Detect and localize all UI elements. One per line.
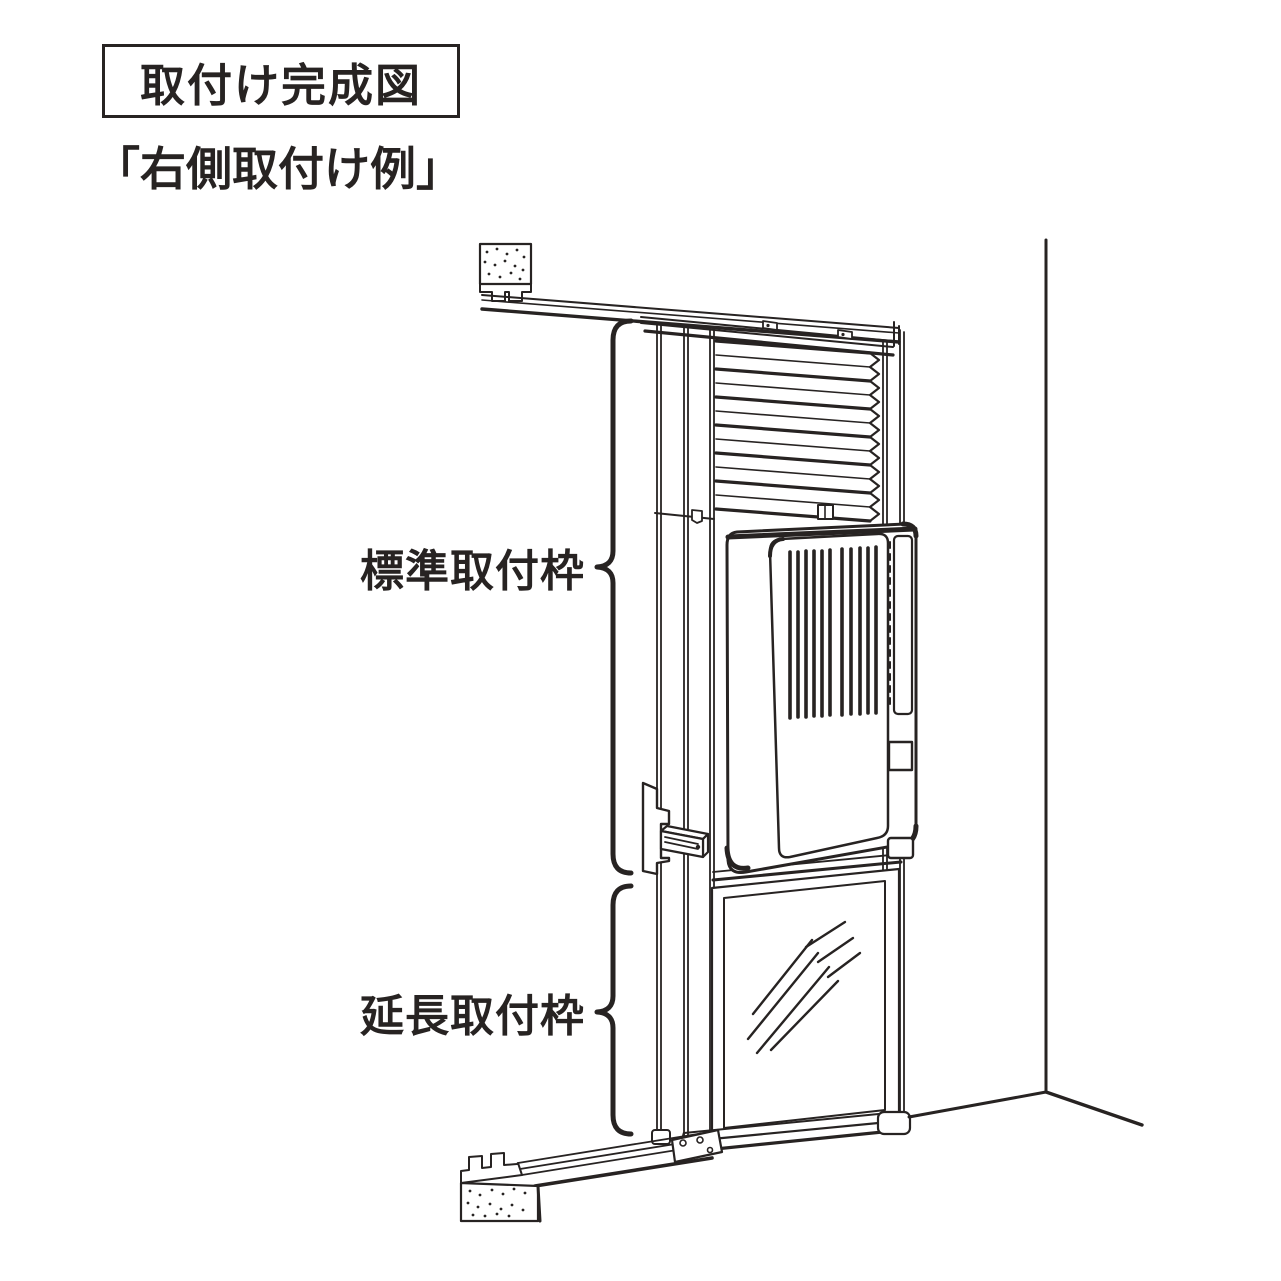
stipple-dots-top [483, 247, 526, 281]
unit-top-cap [725, 526, 918, 540]
frame-top-band [640, 316, 895, 357]
glass-hatch-lines [746, 920, 862, 1055]
page-title: 取付け完成図 [102, 44, 460, 118]
panel-clip [762, 320, 778, 331]
upper-rail-track [480, 294, 901, 345]
label-standard-mounting-frame: 標準取付枠 [360, 546, 585, 597]
room-wall-corner [907, 238, 1144, 1127]
unit-control-box [887, 740, 914, 772]
frame-bottom-left-foot [651, 1129, 671, 1145]
accordion-panel [714, 339, 881, 523]
frame-bottom-right-foot [876, 1110, 912, 1136]
unit-top-clip [817, 504, 834, 520]
diagram-subtitle: 「右側取付け例」 [94, 136, 514, 196]
sill-connector-plate [670, 1128, 724, 1164]
accordion-zigzag-edge [868, 351, 881, 523]
upper-rail-cross-section [478, 242, 533, 302]
diagram-subtitle-text: 「右側取付け例」 [94, 142, 462, 196]
stipple-dots-bottom [466, 1187, 527, 1218]
unit-drain-outlet [886, 836, 915, 860]
lower-rail-cross-section [459, 1152, 542, 1223]
unit-louver-vents [788, 545, 878, 720]
extension-frame [651, 853, 912, 1154]
frame-joint [654, 509, 715, 524]
air-conditioner-unit [724, 504, 919, 874]
page-title-text: 取付け完成図 [139, 58, 422, 112]
latch-plate [641, 781, 671, 876]
label-extension-mounting-frame: 延長取付枠 [360, 991, 585, 1042]
unit-side-panel [886, 534, 915, 860]
brace-extension-frame [594, 883, 634, 1137]
frame-lock-latch [641, 781, 710, 876]
panel-clip [837, 329, 853, 340]
brace-standard-frame [594, 318, 634, 876]
frame-left-rails [656, 322, 715, 1144]
